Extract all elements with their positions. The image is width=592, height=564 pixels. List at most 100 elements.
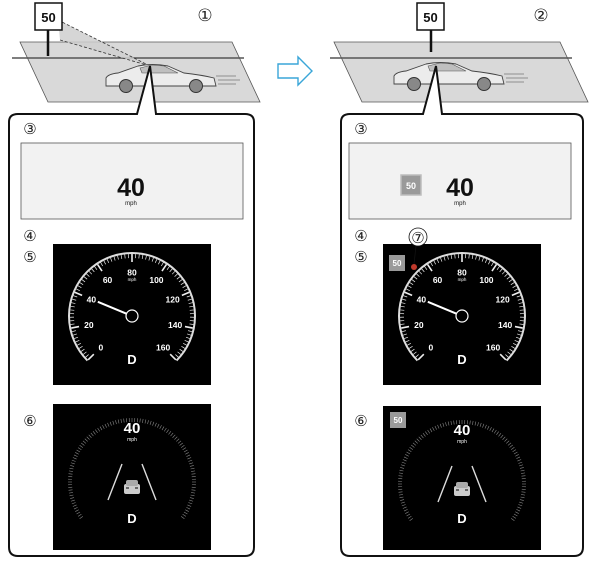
speed-limit-sign-value: 50: [423, 10, 437, 25]
dial-tick: [183, 449, 188, 453]
dial-tick: [120, 418, 122, 423]
dial-tick: [502, 436, 506, 440]
dial-tick: [73, 454, 78, 457]
minor-tick: [443, 256, 446, 261]
dial-tick: [72, 504, 77, 507]
dial-tick: [512, 515, 517, 519]
dial-tick: [187, 504, 192, 507]
minor-tick: [80, 348, 85, 352]
camera-view-line: [57, 19, 151, 67]
dial-tick: [420, 434, 424, 439]
dial-tick: [416, 438, 420, 442]
minor-tick: [433, 260, 436, 265]
dial-tick: [400, 464, 405, 467]
minor-tick: [413, 351, 417, 355]
minor-tick: [409, 282, 414, 286]
dial-tick: [520, 469, 525, 472]
driving-display-sign-icon: [390, 412, 406, 428]
minor-tick: [471, 254, 474, 259]
dial-tick: [176, 438, 180, 442]
speedometer-label: ⑤: [23, 249, 36, 266]
dial-tick: [82, 440, 87, 444]
hud-speed-unit: mph: [454, 201, 466, 207]
minor-tick: [501, 271, 506, 275]
dial-tick: [191, 470, 196, 472]
dial-tick: [429, 428, 433, 433]
minor-tick: [484, 259, 488, 264]
step-marker: ①: [197, 6, 212, 25]
minor-tick: [175, 354, 179, 358]
speedometer-tick-label: 20: [414, 320, 424, 330]
minor-tick: [77, 343, 82, 346]
hud-speed-sign-icon: [400, 174, 422, 196]
dial-tick: [519, 467, 524, 469]
minor-tick: [174, 273, 178, 277]
needle-hub: [455, 309, 469, 323]
right-arrow-icon: [277, 55, 313, 87]
dial-tick: [515, 454, 519, 457]
dial-tick: [182, 513, 187, 517]
minor-tick: [506, 276, 511, 280]
right-scene: 50 ② ③ 50 40 mph ④ ⑤ 0204060801001201401…: [330, 2, 589, 557]
active-driving-display-hud: [348, 142, 572, 220]
minor-tick: [478, 256, 481, 261]
dial-tick: [79, 516, 84, 519]
dial-tick: [179, 442, 183, 446]
minor-tick: [400, 323, 405, 325]
dial-tick: [515, 511, 519, 514]
minor-tick: [430, 262, 433, 267]
dial-tick: [117, 419, 120, 424]
dial-tick: [484, 424, 487, 429]
dial-tick: [513, 451, 518, 455]
dial-tick: [422, 433, 426, 437]
dial-tick: [403, 509, 408, 512]
minor-tick: [77, 285, 82, 288]
minor-tick: [86, 273, 90, 277]
speedometer-tick-label: 80: [457, 268, 467, 278]
dial-tick: [104, 423, 107, 428]
minor-tick: [185, 336, 190, 339]
minor-tick: [151, 257, 154, 262]
vehicle-icon: [124, 480, 140, 494]
dial-tick: [123, 418, 125, 423]
minor-tick: [407, 285, 412, 288]
dial-tick: [180, 445, 185, 448]
dial-tick: [510, 447, 515, 450]
dial-tick: [518, 461, 523, 464]
major-tick: [161, 264, 168, 272]
dial-tick: [174, 436, 178, 440]
minor-tick: [415, 354, 419, 358]
minor-tick: [402, 333, 407, 336]
gear-indicator: D: [127, 352, 136, 367]
dial-tick: [406, 451, 411, 455]
minor-tick: [120, 254, 123, 259]
minor-tick: [83, 276, 88, 280]
dial-tick: [521, 491, 526, 493]
dial-tick: [517, 459, 522, 462]
driving-display-gauge: [68, 418, 196, 519]
minor-tick: [169, 268, 173, 273]
dial-tick: [512, 449, 517, 453]
minor-tick: [72, 333, 77, 336]
camera-view-line: [59, 39, 151, 67]
dial-tick: [504, 438, 508, 442]
dial-tick: [182, 447, 187, 451]
dial-tick: [516, 509, 521, 512]
speedometer-tick-label: 80: [127, 268, 137, 278]
marker-callout-ring: [408, 227, 428, 247]
dial-tick: [185, 509, 189, 512]
minor-tick: [75, 339, 80, 343]
dial-tick: [398, 491, 403, 493]
dial-tick: [398, 475, 403, 477]
dial-tick: [402, 459, 407, 462]
minor-tick: [518, 330, 523, 332]
speedometer-needle: [97, 300, 127, 315]
dial-tick: [70, 462, 75, 465]
dial-tick: [509, 444, 513, 448]
display-label: ③: [354, 121, 367, 138]
minor-tick: [177, 351, 181, 355]
speedometer-tick-label: 60: [103, 275, 113, 285]
dial-tick: [189, 499, 194, 502]
minor-tick: [514, 288, 518, 292]
driving-display-unit: mph: [127, 437, 137, 443]
